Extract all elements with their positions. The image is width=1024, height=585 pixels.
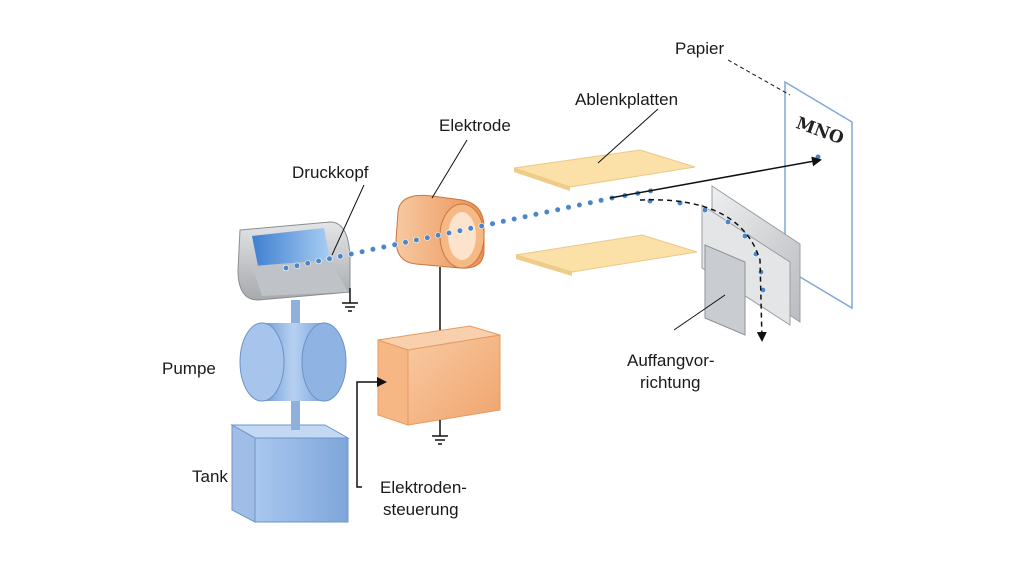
deflected-path-arrow (609, 156, 822, 199)
ink-droplet (532, 211, 540, 218)
ink-droplet (478, 222, 485, 230)
ink-droplet (554, 206, 561, 213)
ink-droplet (597, 197, 605, 204)
ink-droplet (337, 253, 344, 260)
print-head (237, 221, 351, 301)
ink-droplet (293, 262, 301, 269)
label-elektrodensteuerung-1: Elektroden- (380, 478, 467, 497)
ink-droplet (304, 260, 311, 267)
ink-droplet (511, 215, 518, 223)
label-druckkopf: Druckkopf (292, 163, 369, 182)
deflection-plates (513, 149, 698, 276)
ink-droplet (543, 208, 550, 216)
label-papier: Papier (675, 39, 724, 58)
label-elektrode: Elektrode (439, 116, 511, 135)
label-auffangvorrichtung-1: Auffangvor- (627, 351, 715, 370)
tank (230, 424, 350, 523)
pump (239, 322, 347, 402)
control-signal-arrow (356, 377, 387, 488)
ink-droplet (369, 246, 377, 253)
ink-droplet (467, 225, 474, 232)
label-ablenkplatten: Ablenkplatten (575, 90, 678, 109)
ink-droplet (359, 248, 366, 255)
leader-ablenkplatten (597, 108, 659, 164)
ink-droplet (445, 229, 453, 237)
ground-symbol-printhead (342, 288, 358, 312)
ink-droplet (741, 232, 749, 240)
undeflected-path-arrow (639, 199, 767, 342)
leader-papier (727, 59, 791, 96)
ink-droplet (402, 239, 409, 246)
ink-droplet (565, 204, 572, 211)
ink-droplet (424, 234, 431, 241)
ink-droplet (326, 255, 333, 262)
ink-droplet (500, 218, 507, 225)
ink-droplet (282, 264, 290, 272)
ink-droplet (348, 250, 355, 258)
label-pumpe: Pumpe (162, 359, 216, 378)
ink-droplet (576, 201, 583, 209)
electrode-control-box (377, 325, 501, 426)
ink-droplet (391, 241, 398, 248)
paper-sheet: MNO (784, 80, 853, 310)
leader-druckkopf (331, 184, 365, 256)
label-auffangvorrichtung-2: richtung (640, 373, 700, 392)
leader-auffang (673, 294, 726, 331)
ink-droplet (814, 153, 822, 161)
ground-symbol-control (432, 420, 448, 445)
ink-droplet (380, 243, 387, 251)
leader-elektrode (431, 139, 468, 199)
ink-droplet (521, 213, 529, 220)
ink-droplet (587, 199, 594, 206)
ink-droplet (435, 232, 442, 239)
ink-droplet (489, 220, 496, 227)
label-tank: Tank (192, 467, 228, 486)
ink-droplet (456, 227, 464, 234)
label-elektrodensteuerung-2: steuerung (383, 500, 459, 519)
electrode (395, 194, 485, 269)
ink-droplet (315, 257, 322, 265)
ink-droplet (413, 236, 420, 244)
ink-droplet (724, 218, 732, 226)
